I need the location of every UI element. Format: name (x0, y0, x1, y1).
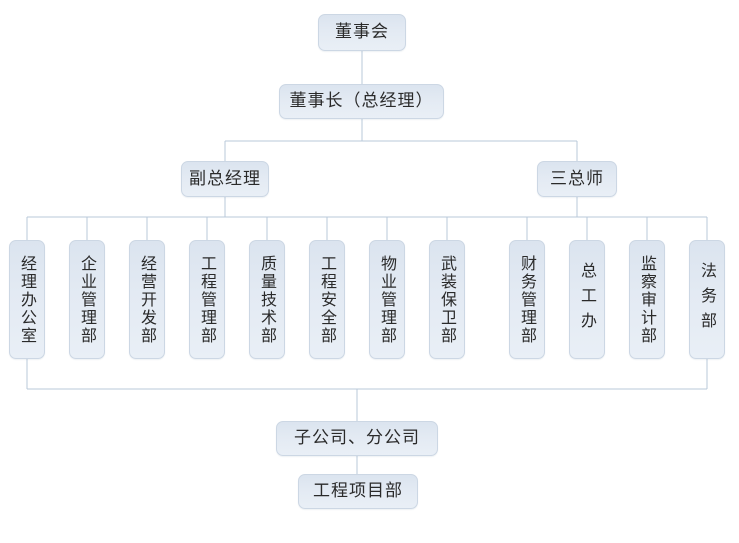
node-dept-quality-tech[interactable]: 质量技术部 (249, 240, 285, 359)
node-board-label: 董事会 (335, 22, 389, 43)
node-dept-project-mgmt-label: 工程管理部 (198, 254, 217, 345)
node-subsidiaries-label: 子公司、分公司 (294, 428, 420, 449)
node-dept-enterprise-mgmt-label: 企业管理部 (78, 254, 97, 345)
node-dept-manager-office-label: 经理办公室 (18, 254, 37, 345)
node-dept-finance-mgmt[interactable]: 财务管理部 (509, 240, 545, 359)
node-board[interactable]: 董事会 (318, 14, 406, 51)
node-dept-project-mgmt[interactable]: 工程管理部 (189, 240, 225, 359)
node-dept-armed-security-label: 武装保卫部 (438, 254, 457, 345)
node-dept-manager-office[interactable]: 经理办公室 (9, 240, 45, 359)
node-dept-business-dev[interactable]: 经营开发部 (129, 240, 165, 359)
node-dept-property-mgmt[interactable]: 物业管理部 (369, 240, 405, 359)
node-deputy-gm[interactable]: 副总经理 (181, 161, 269, 197)
node-dept-quality-tech-label: 质量技术部 (258, 254, 277, 345)
node-dept-project-safety[interactable]: 工程安全部 (309, 240, 345, 359)
node-subsidiaries[interactable]: 子公司、分公司 (276, 421, 438, 456)
node-dept-project-safety-label: 工程安全部 (318, 254, 337, 345)
node-dept-chief-engineer-office-label: 总工办 (578, 262, 597, 337)
node-project-dept[interactable]: 工程项目部 (298, 474, 418, 509)
node-dept-finance-mgmt-label: 财务管理部 (518, 254, 537, 345)
node-chairman-label: 董事长（总经理） (289, 91, 434, 112)
node-chairman[interactable]: 董事长（总经理） (279, 84, 444, 119)
node-dept-armed-security[interactable]: 武装保卫部 (429, 240, 465, 359)
node-three-chiefs[interactable]: 三总师 (537, 161, 617, 197)
node-dept-legal-affairs-label: 法务部 (698, 262, 717, 337)
node-dept-chief-engineer-office[interactable]: 总工办 (569, 240, 605, 359)
node-dept-legal-affairs[interactable]: 法务部 (689, 240, 725, 359)
node-dept-supervision-audit-label: 监察审计部 (638, 254, 657, 345)
node-deputy-gm-label: 副总经理 (189, 168, 261, 189)
node-dept-supervision-audit[interactable]: 监察审计部 (629, 240, 665, 359)
node-three-chiefs-label: 三总师 (550, 168, 604, 189)
node-project-dept-label: 工程项目部 (313, 481, 403, 502)
node-dept-enterprise-mgmt[interactable]: 企业管理部 (69, 240, 105, 359)
node-dept-property-mgmt-label: 物业管理部 (378, 254, 397, 345)
node-dept-business-dev-label: 经营开发部 (138, 254, 157, 345)
